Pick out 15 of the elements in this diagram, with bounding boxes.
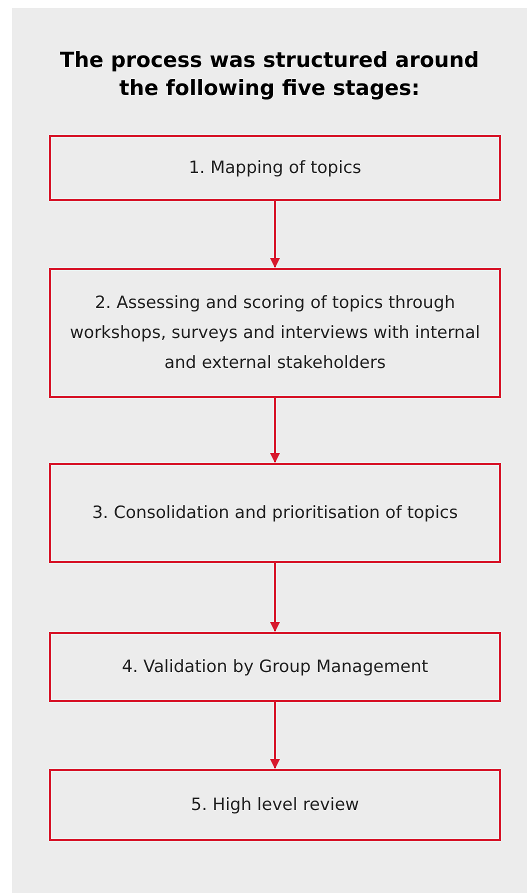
step-text: 3. Consolidation and prioritisation of topics xyxy=(92,502,458,525)
title: The process was structured around the following five stages: xyxy=(58,47,480,102)
process-box xyxy=(49,135,501,201)
arrow xyxy=(270,201,280,268)
step-text: 5. High level review xyxy=(190,794,360,817)
arrow xyxy=(270,702,280,769)
step-text: 4. Validation by Group Management xyxy=(122,656,428,679)
process-box xyxy=(49,769,501,841)
arrow xyxy=(270,398,280,463)
process-box xyxy=(49,463,501,563)
step-text: 2. Assessing and scoring of topics through workshops, surveys and interviews with internal and external stakeholders xyxy=(68,292,482,375)
step-text: 1. Mapping of topics xyxy=(188,157,362,180)
arrow xyxy=(270,563,280,632)
process-box xyxy=(49,632,501,702)
process-box xyxy=(49,268,501,398)
